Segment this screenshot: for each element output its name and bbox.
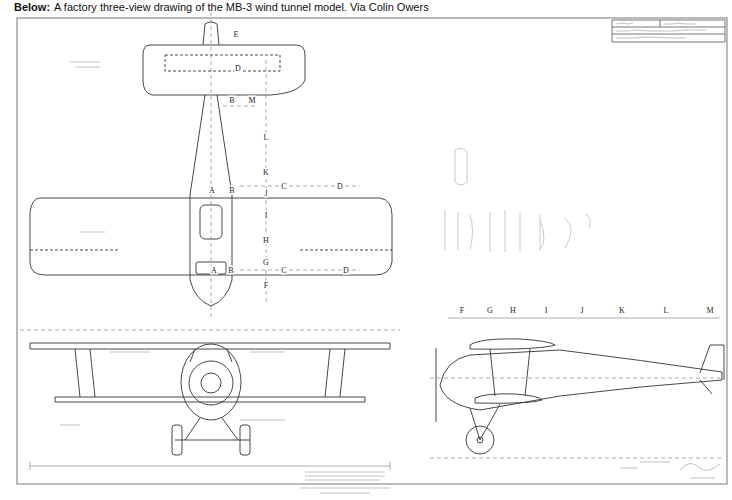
top-view-part — [196, 262, 226, 274]
station-letter: L — [263, 133, 270, 142]
station-letter: J — [263, 189, 268, 198]
illegible-notes-part — [305, 472, 385, 480]
ghost-sections — [445, 148, 590, 252]
station-letter: F — [459, 306, 465, 315]
front-view-part — [189, 361, 233, 405]
caption-lead: Below: — [14, 1, 50, 13]
side-view-part — [470, 404, 500, 440]
dimension-lines-part — [30, 462, 390, 470]
side-view-part — [436, 348, 437, 422]
station-letter: I — [544, 306, 549, 315]
station-letter: G — [486, 306, 494, 315]
dimension-lines-part — [430, 378, 724, 379]
station-letter: H — [509, 306, 517, 315]
station-letter: A — [208, 186, 216, 195]
station-letter: B — [227, 266, 234, 275]
illegible-notes-part — [60, 232, 285, 425]
illegible-notes-part — [620, 462, 670, 468]
station-lines — [211, 12, 360, 320]
illegible-notes-part — [70, 62, 100, 67]
station-letter: K — [618, 306, 626, 315]
top-view-part — [165, 55, 280, 71]
station-letter: M — [705, 306, 714, 315]
station-letter: B — [228, 186, 235, 195]
illegible-notes-part — [680, 463, 720, 478]
station-letter: E — [233, 30, 240, 39]
dimension-lines-part — [448, 318, 720, 319]
top-view-part — [143, 45, 305, 95]
dimension-lines-part — [430, 458, 722, 459]
drawing-frame-part — [660, 20, 661, 27]
figure-caption: Below: A factory three-view drawing of th… — [14, 1, 429, 13]
station-letter: F — [263, 281, 269, 290]
drawing-frame-part — [612, 20, 725, 42]
side-view-part — [700, 345, 724, 380]
front-view-part — [181, 344, 241, 420]
front-view — [30, 343, 390, 455]
dimension-lines-part — [20, 330, 400, 331]
side-view-part — [470, 339, 555, 349]
side-view — [436, 339, 724, 454]
side-view-part — [475, 394, 542, 403]
front-view-part — [172, 425, 182, 455]
station-letter: K — [262, 168, 270, 177]
station-letter: C — [280, 266, 287, 275]
station-letter: D — [234, 64, 242, 73]
side-view-part — [490, 349, 530, 396]
station-letter: L — [663, 306, 670, 315]
side-view-part — [440, 350, 722, 410]
station-letter: H — [262, 236, 270, 245]
front-view-part — [201, 373, 221, 393]
front-view-part — [190, 349, 232, 362]
station-letter: D — [336, 182, 344, 191]
side-view-part — [466, 426, 494, 454]
station-letter: C — [280, 182, 287, 191]
dimension-lines — [20, 318, 724, 470]
illegible-notes-part — [300, 488, 390, 493]
illegible-notes-part — [616, 30, 706, 31]
station-letter: I — [264, 211, 269, 220]
front-view-part — [55, 397, 365, 402]
drawing-frame-part — [17, 18, 727, 484]
station-lines-part — [223, 106, 258, 107]
side-view-part — [700, 380, 712, 394]
station-letter: D — [342, 266, 350, 275]
station-lines-part — [266, 60, 267, 305]
station-letter: B — [228, 96, 235, 105]
front-view-part — [75, 349, 345, 397]
station-letter: J — [579, 306, 584, 315]
station-letter: M — [247, 96, 256, 105]
front-view-part — [240, 425, 250, 455]
ghost-sections-part — [445, 210, 590, 252]
drawing-frame — [17, 18, 727, 484]
caption-text: A factory three-view drawing of the MB-3… — [54, 1, 429, 13]
illegible-notes-part — [616, 37, 686, 38]
drawing-frame-part — [612, 27, 725, 28]
station-letter: G — [262, 258, 270, 267]
ghost-sections-part — [455, 148, 467, 185]
front-view-part — [175, 418, 250, 440]
side-view-part — [477, 437, 483, 443]
station-letter: A — [210, 266, 218, 275]
illegible-notes — [60, 23, 720, 493]
drawing-frame-part — [612, 34, 725, 35]
illegible-notes-part — [616, 23, 696, 24]
